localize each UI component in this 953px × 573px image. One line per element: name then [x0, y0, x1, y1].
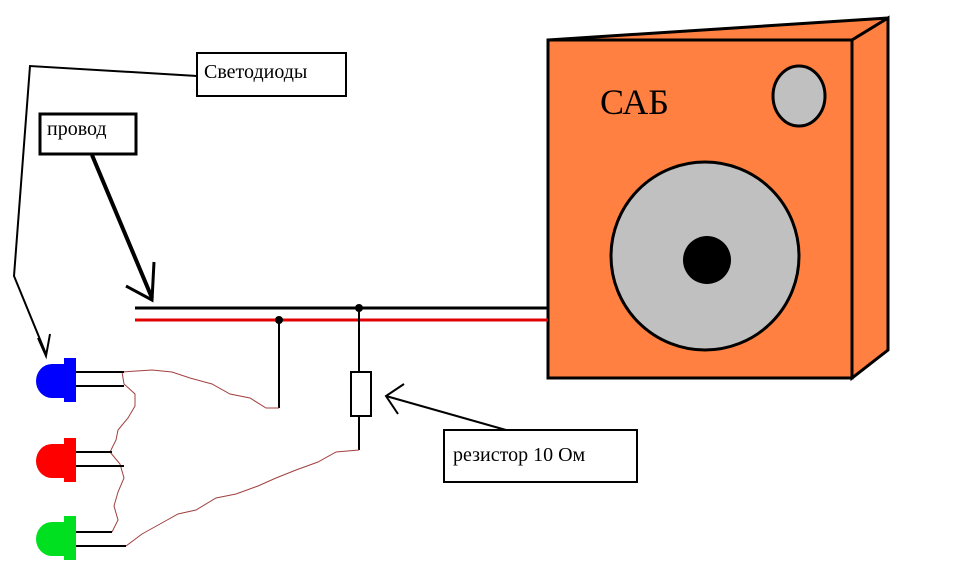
thin-wire-common — [109, 369, 279, 533]
subwoofer-dust-cap — [683, 236, 731, 284]
led-blue-flange — [64, 358, 76, 402]
leds-label-box — [196, 52, 347, 97]
led-green-body — [36, 520, 64, 556]
resistor-label: резистор 10 Ом — [453, 444, 586, 466]
led-red-body — [36, 442, 64, 478]
resistor-pointer-arrowhead — [384, 383, 405, 415]
led-green — [36, 516, 126, 560]
led-blue-body — [36, 360, 64, 398]
led-red-flange — [64, 438, 76, 482]
led-wiring — [109, 369, 360, 547]
wire-label-box — [38, 112, 138, 156]
subwoofer-side-face — [850, 15, 890, 382]
wire-pointer-line — [90, 154, 154, 299]
subwoofer-label: САБ — [600, 82, 669, 122]
wire-pointer-arrowhead — [125, 261, 156, 303]
subwoofer-top-face — [547, 16, 889, 42]
thin-wire-resistor — [125, 449, 360, 547]
resistor-label-box — [443, 429, 638, 483]
led-green-flange — [64, 516, 76, 560]
led-blue — [36, 358, 124, 402]
subwoofer-box: САБ — [546, 15, 890, 382]
wire-label: провод — [47, 118, 107, 140]
leds-pointer-arrowhead — [37, 333, 51, 360]
subwoofer-port — [771, 64, 827, 128]
led-red — [36, 438, 124, 482]
leds-pointer-line — [12, 64, 198, 355]
leds-label: Светодиоды — [204, 61, 307, 83]
resistor — [350, 371, 372, 417]
resistor-pointer-line — [385, 395, 507, 431]
